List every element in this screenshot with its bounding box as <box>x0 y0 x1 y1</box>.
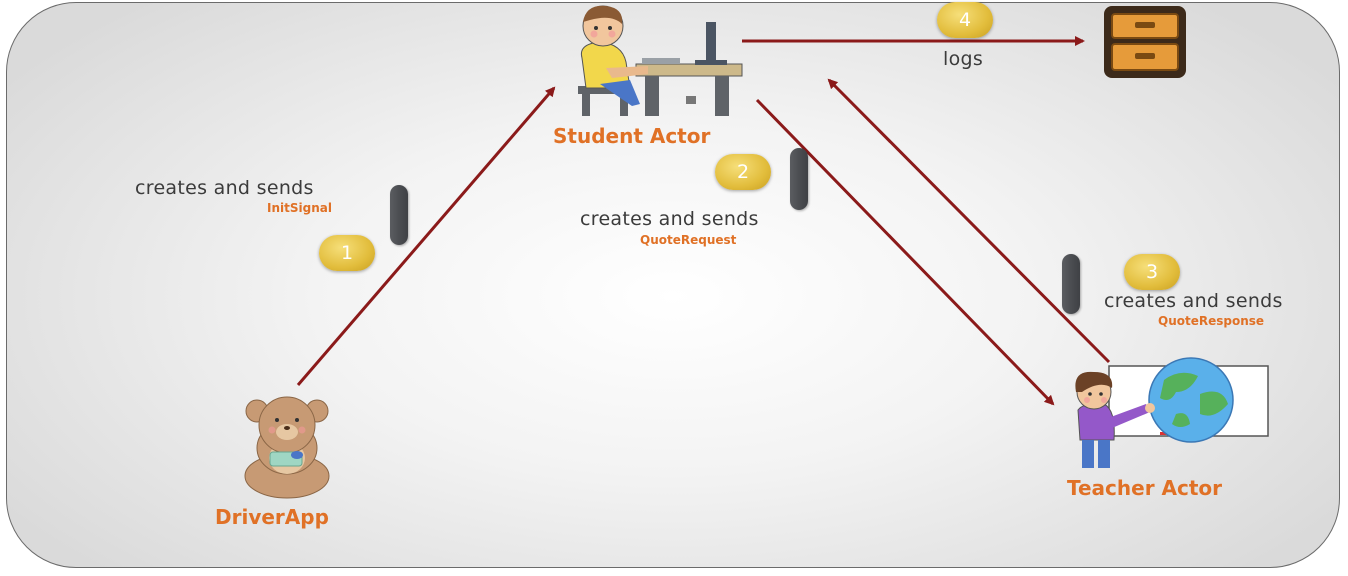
message-token-quoteresponse <box>1062 254 1080 314</box>
filing-cabinet-icon <box>1104 6 1186 78</box>
diagram-panel <box>6 2 1340 568</box>
student-actor-label: Student Actor <box>553 124 711 148</box>
step-1-action: creates and sends <box>135 177 314 199</box>
driverapp-label: DriverApp <box>215 505 329 529</box>
step-2-action: creates and sends <box>580 208 759 230</box>
step-badge-2: 2 <box>715 154 771 190</box>
student-at-computer-icon <box>578 5 743 116</box>
step-badge-1: 1 <box>319 235 375 271</box>
step-3-action: creates and sends <box>1104 290 1283 312</box>
step-badge-3: 3 <box>1124 254 1180 290</box>
step-badge-4: 4 <box>937 2 993 38</box>
message-token-quoterequest <box>790 148 808 210</box>
arrow-student-to-teacher <box>755 98 1055 406</box>
step-2-message: QuoteRequest <box>640 233 737 247</box>
arrow-teacher-to-student <box>827 78 1111 364</box>
teacher-actor-label: Teacher Actor <box>1067 476 1223 500</box>
step-3-message: QuoteResponse <box>1158 314 1265 328</box>
arrow-driver-to-student <box>296 86 556 386</box>
step-1-message: InitSignal <box>267 201 332 215</box>
teddy-bear-icon <box>244 396 330 499</box>
step-4-action: logs <box>943 48 984 70</box>
teacher-with-globe-icon <box>1075 357 1269 468</box>
message-token-initsignal <box>390 185 408 245</box>
